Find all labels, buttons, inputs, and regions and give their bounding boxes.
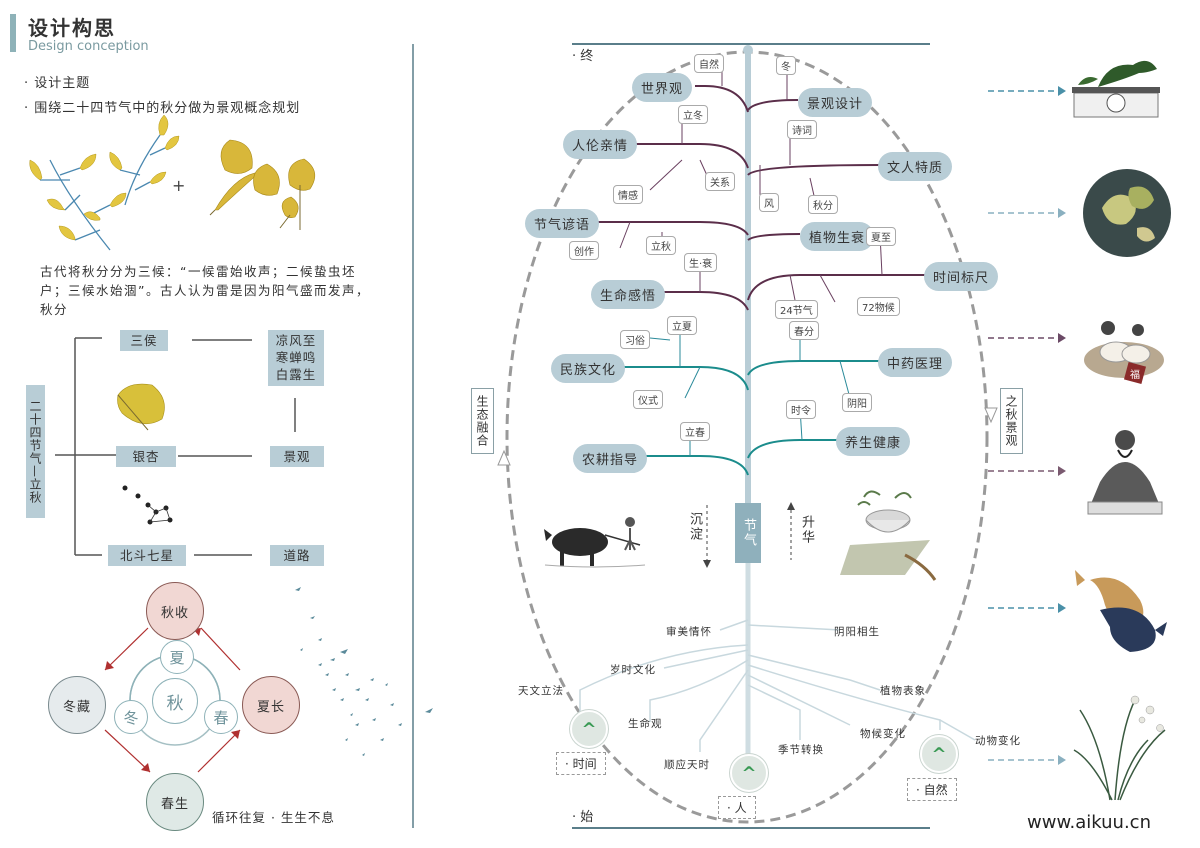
node-literati-qualities: 文人特质	[878, 152, 953, 181]
inner-autumn: 秋	[152, 678, 198, 724]
tag-creation: 创作	[569, 241, 599, 260]
node-farming-guide: 农耕指导	[573, 444, 648, 473]
label-start: · 始	[572, 810, 594, 825]
birds-decoration	[295, 587, 433, 756]
vertical-label-autumn-landscape: 之秋景观	[1000, 388, 1023, 454]
tag-poetry: 诗词	[787, 120, 817, 139]
root-astronomy: 天文立法	[518, 685, 564, 697]
node-solar-proverbs: 节气谚语	[525, 209, 600, 238]
ginkgo-illustration	[29, 114, 316, 251]
tag-seasonal-order: 时令	[786, 400, 816, 419]
cycle-caption: 循环往复 · 生生不息	[212, 810, 335, 825]
box-three-signs-detail: 凉风至寒蝉鸣白露生	[268, 330, 324, 386]
thumb-garden-wall	[1072, 60, 1160, 118]
tag-summer-solstice: 夏至	[866, 227, 896, 246]
thumb-dumpling-fortune: 福	[1084, 321, 1164, 385]
left-diagram-lines	[55, 337, 296, 556]
box-road: 道路	[270, 545, 324, 566]
tag-wind: 风	[759, 193, 779, 212]
intro-paragraph: 古代将秋分分为三候：“一候雷始收声；二候蛰虫坯户；三候水始涸”。古人认为雷是因为…	[40, 264, 370, 317]
label-nature: · 自然	[907, 778, 957, 801]
tag-growth-decline: 生·衰	[684, 253, 718, 272]
tag-spring-equinox: 春分	[789, 321, 819, 340]
root-aesthetic: 审美情怀	[666, 626, 712, 638]
node-life-insight: 生命感悟	[591, 280, 666, 309]
title-accent-bar	[10, 14, 16, 52]
bullet-theme: · 设计主题	[24, 76, 91, 91]
tag-start-winter: 立冬	[678, 105, 708, 124]
root-life-view: 生命观	[628, 718, 663, 730]
label-person: · 人	[718, 796, 756, 819]
tag-customs: 习俗	[620, 330, 650, 349]
node-national-culture: 民族文化	[551, 354, 626, 383]
nature-up-button[interactable]: ^	[920, 735, 958, 773]
ginkgo-leaf-and-stars	[117, 383, 173, 525]
vertical-label-ecological-fusion: 生态融合	[471, 388, 494, 454]
tag-ritual: 仪式	[633, 390, 663, 409]
root-follow-nature: 顺应天时	[664, 759, 710, 771]
label-sink: 沉淀	[687, 512, 702, 542]
ox-plough-illustration	[544, 517, 646, 568]
node-landscape-design: 景观设计	[798, 88, 873, 117]
trunk-solar-term: 节气	[735, 503, 761, 563]
label-end: · 终	[572, 49, 594, 64]
tag-autumn-equinox: 秋分	[808, 195, 838, 214]
node-plant-cycle: 植物生衰	[800, 222, 875, 251]
root-calendar-culture: 岁时文化	[610, 664, 656, 676]
thumb-ginkgo-moon	[1083, 169, 1171, 257]
page-title: 设计构思	[28, 16, 116, 40]
watermark: www.aikuu.cn	[1027, 812, 1151, 833]
tag-start-spring: 立春	[680, 422, 710, 441]
box-landscape: 景观	[270, 446, 324, 467]
tag-yin-yang: 阴阳	[842, 393, 872, 412]
page-subtitle: Design conception	[28, 39, 149, 54]
label-rise: 升华	[799, 515, 814, 545]
root-season-shift: 季节转换	[778, 744, 824, 756]
person-up-button[interactable]: ^	[730, 754, 768, 792]
inner-spring: 春	[204, 700, 238, 734]
circle-winter-storage: 冬藏	[48, 676, 106, 734]
tag-relation: 关系	[705, 172, 735, 191]
node-family-ethics: 人伦亲情	[563, 130, 638, 159]
inner-winter: 冬	[114, 700, 148, 734]
thumb-koi-fish	[1075, 570, 1167, 652]
node-worldview: 世界观	[632, 73, 693, 102]
svg-text:福: 福	[1130, 368, 1140, 381]
root-phenology-change: 物候变化	[860, 728, 906, 740]
box-three-signs: 三侯	[120, 330, 168, 351]
circle-autumn-harvest: 秋收	[146, 582, 204, 640]
node-tcm-principles: 中药医理	[878, 348, 953, 377]
tag-start-summer: 立夏	[667, 316, 697, 335]
bullet-description: · 围绕二十四节气中的秋分做为景观概念规划	[24, 101, 301, 116]
tag-start-autumn: 立秋	[646, 236, 676, 255]
thumb-orchid	[1073, 695, 1166, 801]
tag-72-phenology: 72物候	[857, 297, 900, 316]
circle-summer-growth: 夏长	[242, 676, 300, 734]
root-yin-yang: 阴阳相生	[834, 626, 880, 638]
node-health-care: 养生健康	[836, 427, 911, 456]
herbs-mortar-illustration	[840, 490, 937, 581]
time-up-button[interactable]: ^	[570, 710, 608, 748]
plus-sign: +	[172, 176, 186, 195]
tag-emotion: 情感	[613, 185, 643, 204]
root-plant-phenomena: 植物表象	[880, 685, 926, 697]
vertical-label-24-solar-terms: 二十四节气—立秋	[26, 385, 45, 518]
tag-nature: 自然	[694, 54, 724, 73]
label-time: · 时间	[556, 752, 606, 775]
tag-winter: 冬	[776, 56, 796, 75]
inner-summer: 夏	[160, 640, 194, 674]
node-time-scale: 时间标尺	[924, 262, 999, 291]
circle-spring-birth: 春生	[146, 773, 204, 831]
thumb-scholar	[1087, 430, 1163, 515]
box-big-dipper: 北斗七星	[108, 545, 186, 566]
root-animal-change: 动物变化	[975, 735, 1021, 747]
box-ginkgo: 银杏	[116, 446, 176, 467]
tag-24-terms: 24节气	[775, 300, 818, 319]
